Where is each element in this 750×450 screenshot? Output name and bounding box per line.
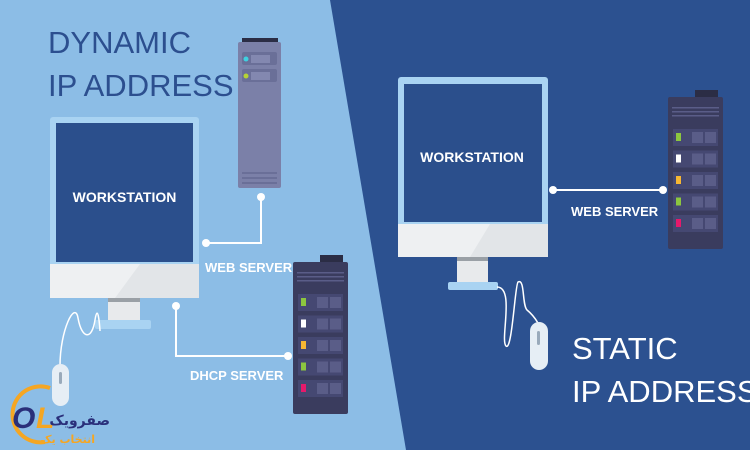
dhcp-server-label: DHCP SERVER: [190, 368, 284, 383]
dynamic-web-server-tower: [238, 38, 281, 188]
dhcp-server-rack: [293, 255, 348, 414]
status-led: [676, 176, 681, 184]
svg-text:O: O: [12, 402, 35, 435]
dhcp-server-connector: [175, 306, 288, 357]
logo-line2: انتخاب یک: [40, 433, 95, 446]
status-led: [301, 319, 306, 328]
status-led: [676, 133, 681, 141]
static-title-line2: IP ADDRESS: [572, 374, 750, 409]
brand-logo: O L صفرویک انتخاب یک: [10, 384, 110, 446]
dynamic-workstation-label: WORKSTATION: [73, 189, 177, 205]
connector-dot: [202, 239, 210, 247]
static-web-server-rack: [668, 90, 723, 249]
logo-line1: صفرویک: [49, 413, 110, 429]
status-led: [301, 384, 306, 392]
status-led: [676, 219, 681, 227]
status-led: [301, 341, 306, 349]
status-led: [301, 298, 306, 306]
dynamic-web-server-connector: [206, 197, 262, 244]
static-title-line1: STATIC: [572, 331, 678, 366]
status-led: [676, 154, 681, 163]
connector-dot: [659, 186, 667, 194]
static-web-server-label: WEB SERVER: [571, 204, 659, 219]
connector-dot: [284, 352, 292, 360]
static-workstation-monitor: [398, 77, 548, 290]
static-workstation-label: WORKSTATION: [420, 149, 524, 165]
dynamic-title-line2: IP ADDRESS: [48, 68, 234, 103]
dynamic-mouse-icon: [52, 364, 69, 406]
status-led: [676, 197, 681, 206]
status-led: [301, 362, 306, 371]
connector-dot: [257, 193, 265, 201]
static-mouse-icon: [530, 322, 548, 370]
dynamic-web-server-label: WEB SERVER: [205, 260, 293, 275]
svg-text:L: L: [36, 402, 54, 435]
dynamic-workstation-monitor: [50, 117, 199, 329]
dynamic-mouse-cable: [59, 311, 101, 367]
connector-dot: [549, 186, 557, 194]
static-mouse-cable: [496, 281, 539, 347]
dynamic-title-line1: DYNAMIC: [48, 25, 191, 60]
connector-dot: [172, 302, 180, 310]
